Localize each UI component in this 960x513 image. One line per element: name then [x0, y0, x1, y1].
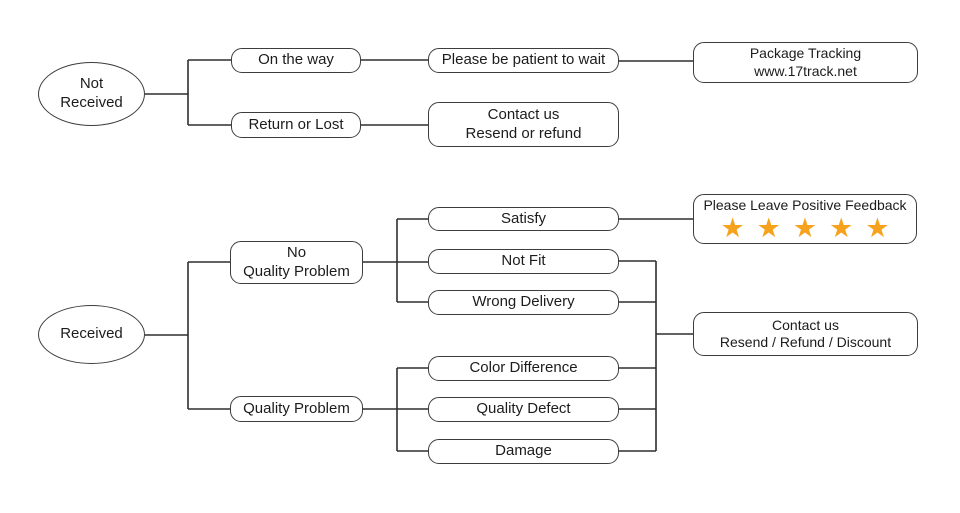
node-label: Resend / Refund / Discount: [719, 334, 892, 350]
node-label: Damage: [495, 442, 552, 460]
star-icon: ★: [792, 213, 818, 244]
node-label: Package Tracking: [749, 45, 862, 61]
star-icon: ★: [865, 213, 890, 244]
node-label: Contact us: [487, 105, 560, 123]
node-package-tracking: Package Tracking www.17track.net: [693, 42, 918, 83]
node-color-difference: Color Difference: [428, 356, 619, 381]
node-label: Return or Lost: [248, 115, 344, 133]
node-satisfy: Satisfy: [428, 207, 619, 231]
node-label: Received: [60, 325, 123, 343]
node-label: Not: [79, 75, 104, 93]
node-label: No: [286, 243, 307, 261]
node-label: Quality Problem: [243, 399, 350, 417]
node-label: Received: [60, 94, 123, 111]
node-label: Satisfy: [500, 209, 546, 227]
star-icon: ★: [829, 213, 854, 244]
node-label: Please be patient to wait: [441, 51, 606, 69]
node-not-received: Not Received: [38, 62, 145, 126]
node-label: Please Leave Positive Feedback: [703, 196, 907, 213]
node-positive-feedback: Please Leave Positive Feedback ★ ★ ★ ★ ★: [693, 194, 917, 244]
node-contact-us-resend-or-refund: Contact us Resend or refund: [428, 102, 619, 147]
node-label: Resend or refund: [465, 124, 582, 142]
node-label: Quality Defect: [476, 400, 571, 418]
star-row: ★ ★ ★ ★ ★: [720, 213, 890, 244]
node-no-quality-problem: No Quality Problem: [230, 241, 363, 284]
node-quality-defect: Quality Defect: [428, 397, 619, 422]
node-label: Wrong Delivery: [472, 293, 575, 311]
tracking-url: www.17track.net: [754, 62, 857, 79]
node-label: Contact us: [772, 316, 839, 333]
node-on-the-way: On the way: [231, 48, 361, 73]
node-label: Color Difference: [469, 359, 578, 377]
node-quality-problem: Quality Problem: [230, 396, 363, 422]
node-return-or-lost: Return or Lost: [231, 112, 361, 138]
node-wrong-delivery: Wrong Delivery: [428, 290, 619, 315]
star-icon: ★: [720, 213, 745, 244]
node-received: Received: [38, 305, 145, 364]
star-icon: ★: [756, 213, 781, 244]
node-contact-us-resend-refund-discount: Contact us Resend / Refund / Discount: [693, 312, 918, 356]
node-label: On the way: [258, 51, 334, 69]
node-label: Not Fit: [501, 252, 546, 270]
node-label: Quality Problem: [243, 262, 350, 280]
node-please-be-patient-to-wait: Please be patient to wait: [428, 48, 619, 73]
node-not-fit: Not Fit: [428, 249, 619, 274]
node-damage: Damage: [428, 439, 619, 464]
